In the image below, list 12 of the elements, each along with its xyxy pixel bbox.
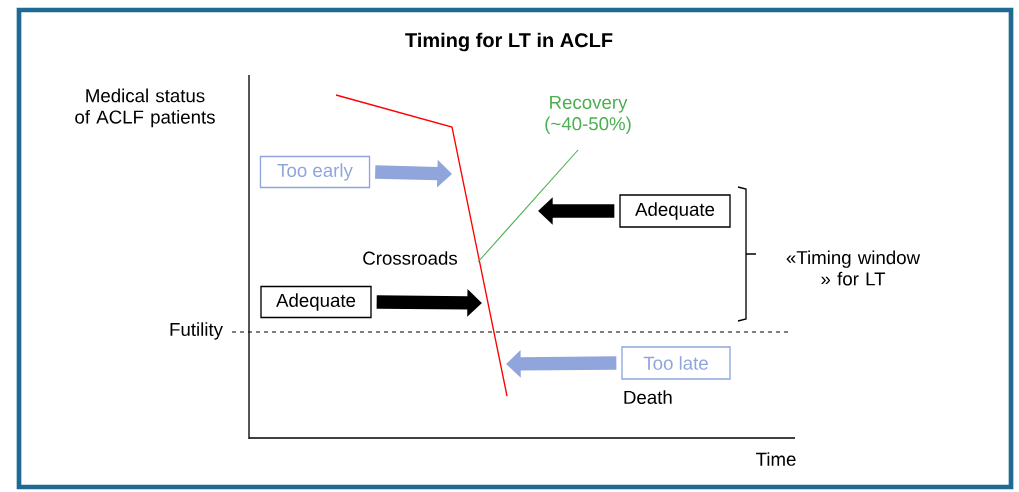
annotation: Recovery (~40-50%): [545, 96, 631, 134]
axis-label: Time: [756, 452, 796, 466]
label-box: Adequate: [619, 194, 731, 228]
label-box: Too early: [259, 155, 371, 189]
label-box: Adequate: [260, 285, 372, 319]
label-box: Too late: [621, 346, 731, 380]
title: Timing for LT in ACLF: [405, 32, 613, 52]
annotation: «Timing window » for LT: [786, 250, 921, 286]
annotation: Crossroads: [363, 251, 458, 265]
axis-label: Futility: [170, 322, 223, 340]
axis-label: Medical status of ACLF patients: [75, 88, 215, 128]
annotation: Death: [624, 390, 672, 404]
